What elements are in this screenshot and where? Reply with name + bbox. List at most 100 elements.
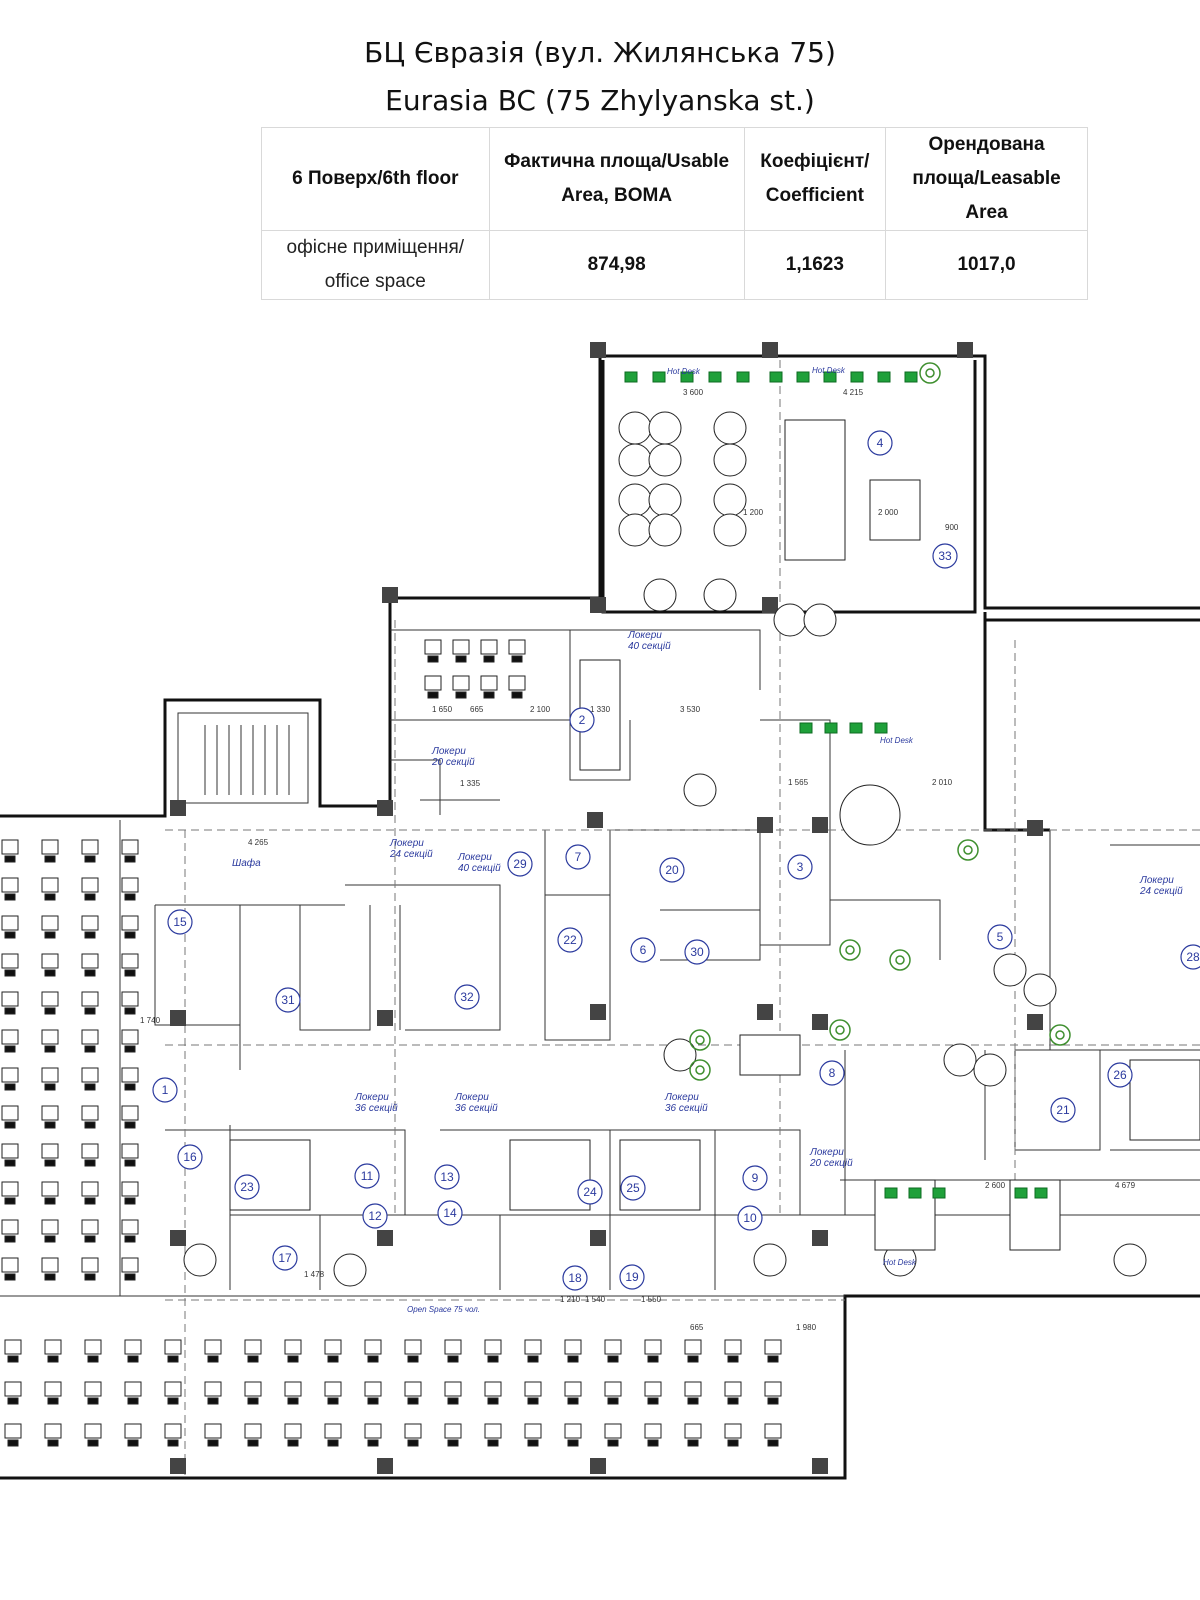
workstation [764,1339,782,1355]
lockers-label: Локери [457,852,492,863]
workstation-chair [124,893,136,901]
room-number-circle [454,984,480,1010]
plant [689,1029,711,1051]
workstation [484,1339,502,1355]
workstation-chair [127,1355,139,1363]
workstation [564,1339,582,1355]
dimension-label: 2 000 [878,508,899,517]
workstation [1,839,19,855]
workstation [508,675,526,691]
room-number-text: 3 [797,860,804,874]
room-number-circle [562,1265,588,1291]
workstation-chair [447,1355,459,1363]
workstation-chair [487,1439,499,1447]
hot-desk-monitor [850,371,864,383]
workstation-chair [427,655,439,663]
workstation-chair [47,1439,59,1447]
workstation [204,1381,222,1397]
room-number-12: 12 [362,1203,388,1229]
workstation [424,639,442,655]
room-number-text: 12 [368,1209,382,1223]
room-number-text: 26 [1113,1068,1127,1082]
room-number-32: 32 [454,984,480,1010]
round-table [183,1243,217,1277]
room-number-circle [742,1165,768,1191]
wardrobe-label: Шафа [232,857,261,869]
plant [1049,1024,1071,1046]
hot-desk-label: Hot Desk [883,1258,917,1267]
dimension-label: 665 [470,705,484,714]
workstation-chair [367,1355,379,1363]
room-number-circle [565,844,591,870]
workstation [121,1029,139,1045]
workstation-chair [84,1007,96,1015]
page-subtitle: Eurasia BC (75 Zhylyanska st.) [385,84,815,117]
room-number-16: 16 [177,1144,203,1170]
workstation [121,1105,139,1121]
room-number-circle [630,937,656,963]
workstation [41,1219,59,1235]
room-number-text: 29 [513,857,527,871]
workstation [244,1339,262,1355]
workstation-chair [727,1355,739,1363]
dimension-label: 2 100 [530,705,551,714]
workstation-chair [44,855,56,863]
workstation-chair [427,691,439,699]
coefficient-cell: 1,1623 [743,230,887,300]
workstation-chair [84,931,96,939]
workstation-chair [44,1121,56,1129]
workstation-chair [4,1273,16,1281]
workstation [1,953,19,969]
partition-wall [345,884,501,1031]
column [377,800,393,816]
table [509,1139,591,1211]
workstation [121,1219,139,1235]
room-number-15: 15 [167,909,193,935]
workstation [564,1381,582,1397]
room-number-text: 20 [665,863,679,877]
workstation [724,1423,742,1439]
workstation [41,877,59,893]
plant-core [895,955,905,965]
round-table [703,578,737,612]
dimension-label: 1 740 [140,1016,161,1025]
dimension-label: 900 [945,523,959,532]
workstation [604,1423,622,1439]
workstation-chair [124,1083,136,1091]
workstation [524,1339,542,1355]
floor-header: 6 Поверх/6th floor [261,127,490,231]
workstation [324,1381,342,1397]
column [590,1230,606,1246]
page-title: БЦ Євразія (вул. Жилянська 75) [364,36,836,69]
workstation-chair [687,1355,699,1363]
workstation [44,1339,62,1355]
workstation-chair [124,1007,136,1015]
lockers-label: 24 секцій [1139,886,1183,897]
workstation-chair [44,1083,56,1091]
plant-core [695,1065,705,1075]
workstation-chair [44,893,56,901]
workstation-chair [124,969,136,977]
workstation [1,877,19,893]
workstation [508,639,526,655]
hot-desk-monitor [877,371,891,383]
table [229,1139,311,1211]
column [812,1014,828,1030]
workstation [324,1423,342,1439]
workstation-chair [567,1439,579,1447]
workstation-chair [44,1159,56,1167]
workstation [4,1339,22,1355]
partition-wall [230,1129,406,1215]
room-number-circle [354,1163,380,1189]
workstation-chair [4,893,16,901]
column [377,1230,393,1246]
workstation-chair [367,1439,379,1447]
workstation-chair [287,1439,299,1447]
room-number-text: 17 [278,1251,292,1265]
dimension-label: 4 265 [248,838,269,847]
workstation [84,1339,102,1355]
workstation [444,1423,462,1439]
table [739,1034,801,1076]
plant-core [925,368,935,378]
